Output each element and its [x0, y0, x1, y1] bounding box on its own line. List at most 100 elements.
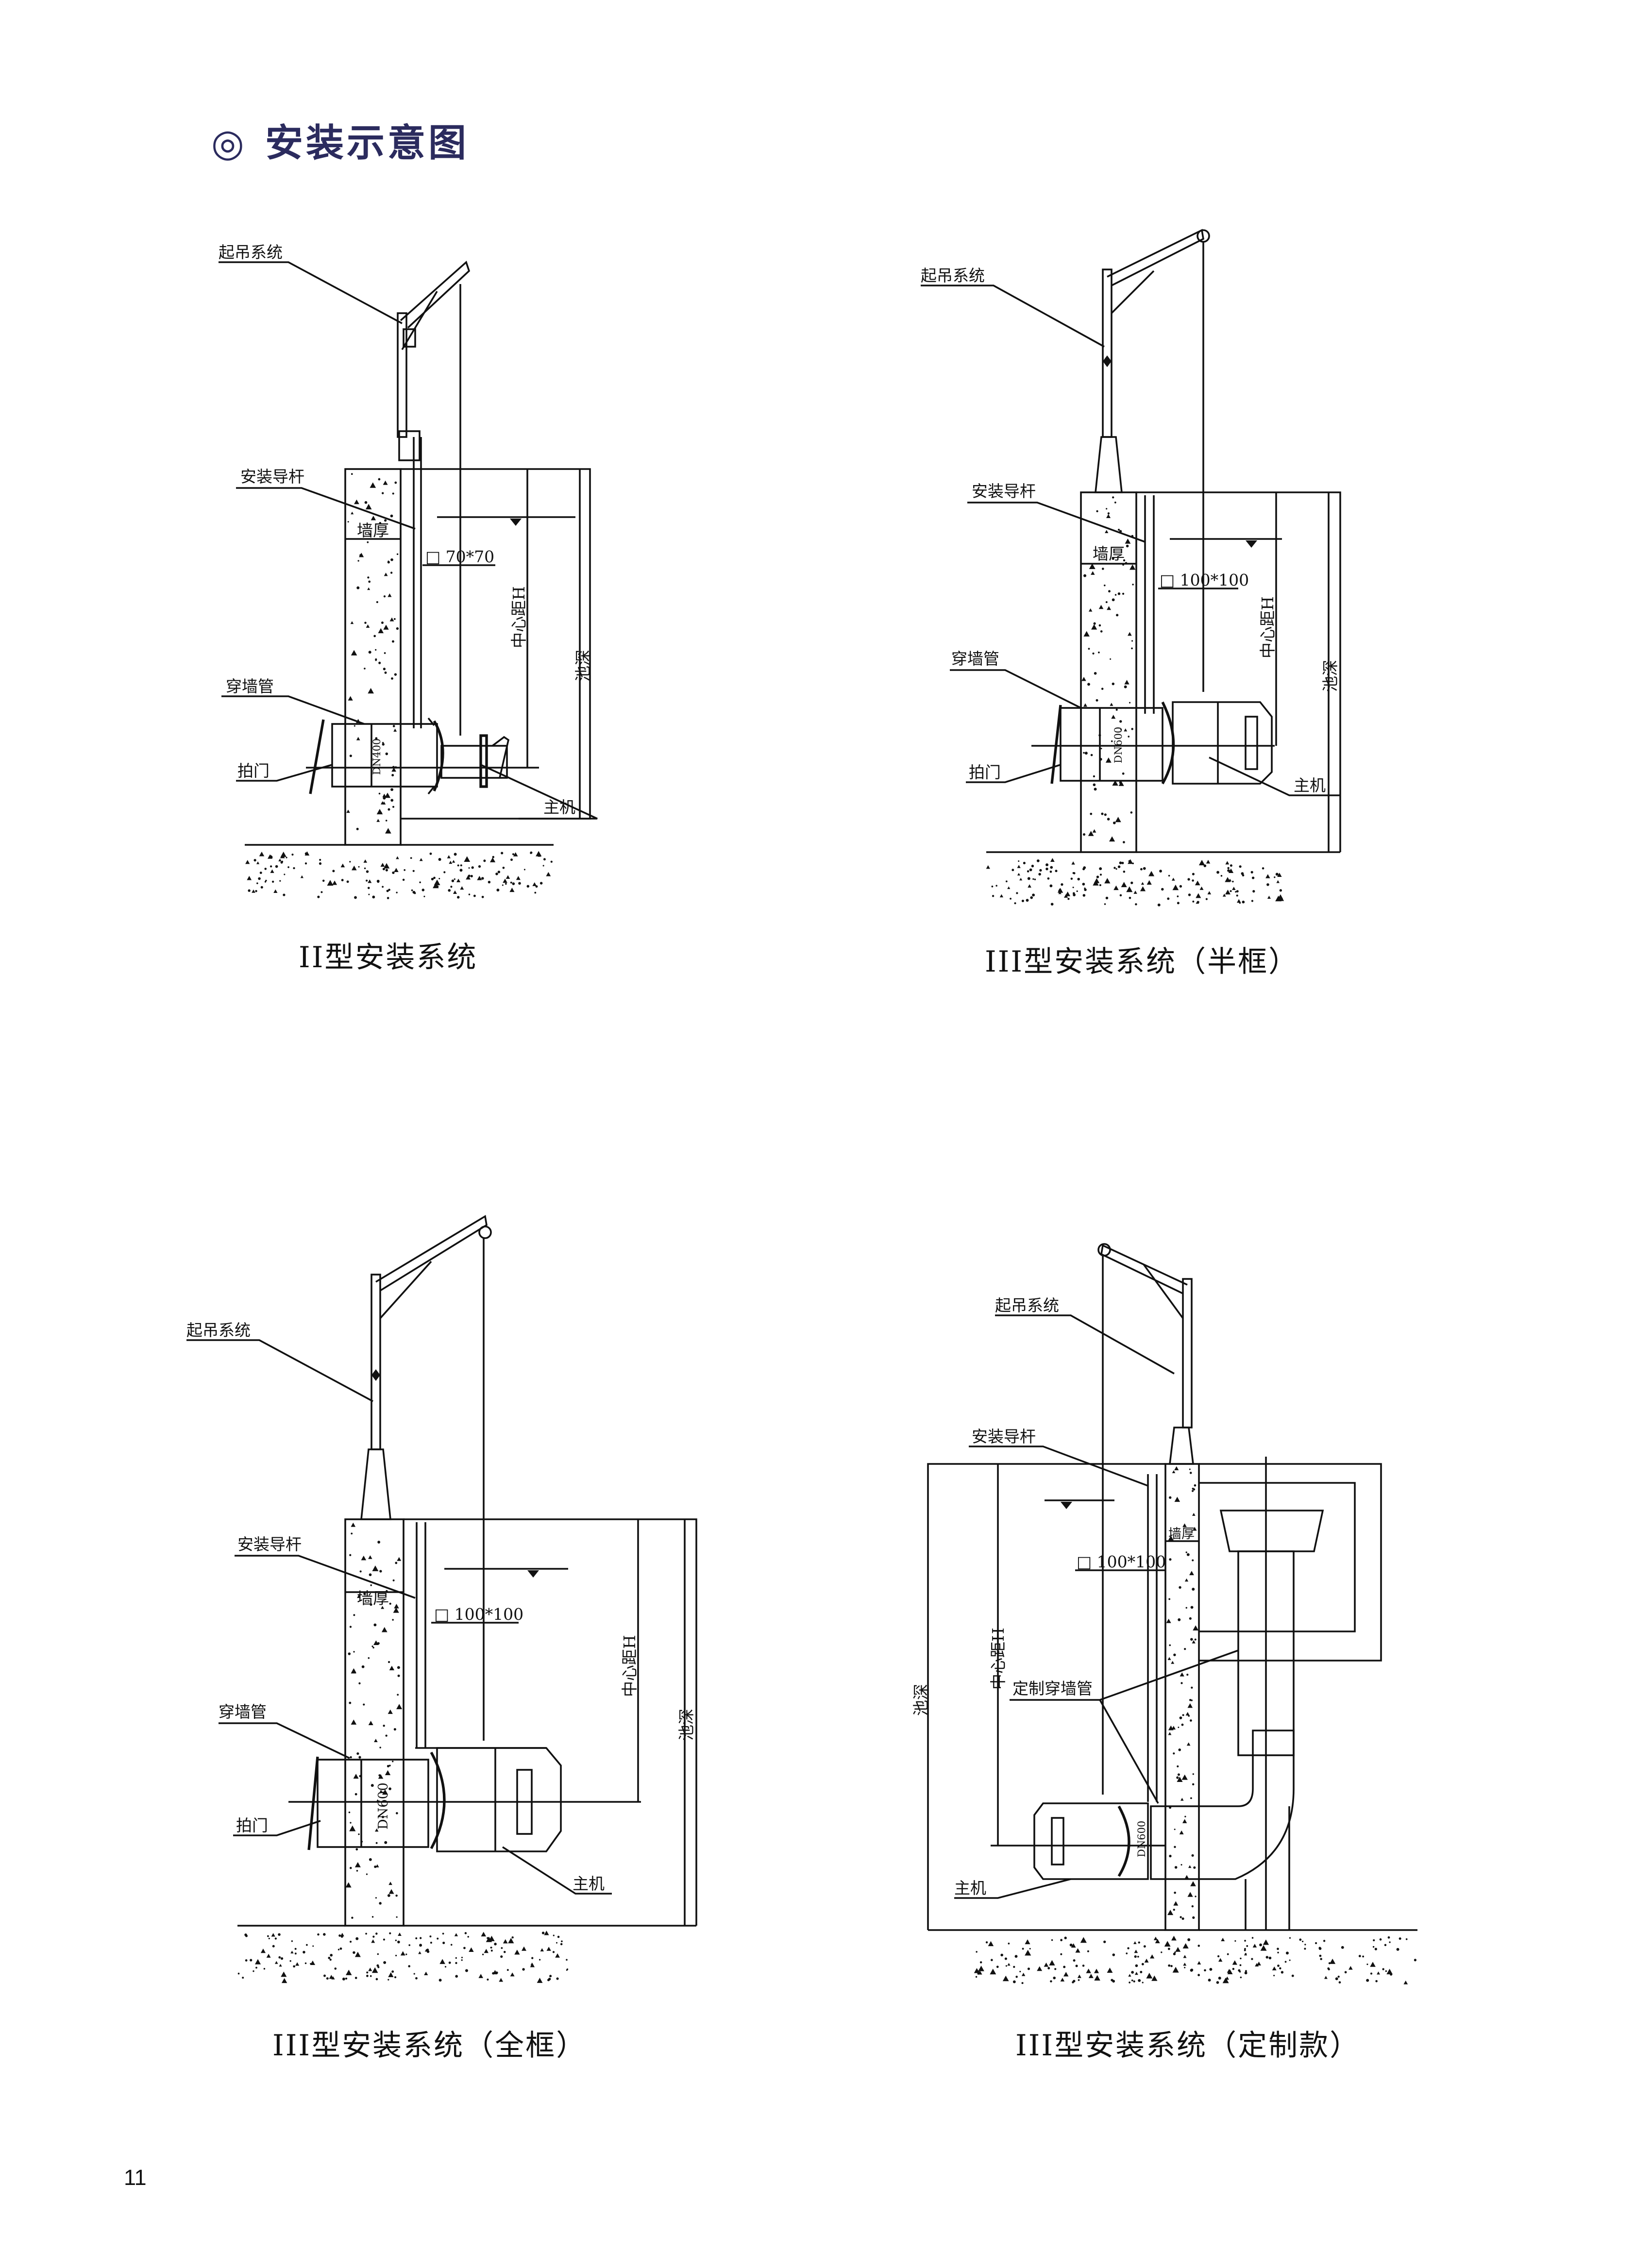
speckle-dot — [1218, 1958, 1223, 1962]
speckle-dot — [271, 880, 274, 883]
speckle-dot — [354, 499, 359, 504]
speckle-dot — [1190, 1638, 1193, 1641]
speckle-dot — [1169, 1496, 1172, 1499]
speckle-dot — [1304, 1944, 1306, 1946]
speckle-dot — [354, 896, 357, 899]
speckle-dot — [388, 1787, 391, 1790]
speckle-dot — [1083, 631, 1090, 637]
speckle-dot — [1084, 752, 1088, 755]
speckle-dot — [1131, 1971, 1134, 1974]
speckle-dot — [377, 1953, 379, 1955]
speckle-dot — [539, 882, 543, 885]
speckle-dot — [1191, 1905, 1194, 1908]
speckle-dot — [1244, 1971, 1247, 1975]
speckle-dot — [1192, 1783, 1195, 1786]
speckle-dot — [1236, 890, 1239, 893]
speckle-dot — [287, 866, 289, 868]
label-pool-depth: 池深 — [573, 650, 592, 682]
speckle-dot — [1047, 877, 1050, 880]
speckle-dot — [1125, 562, 1128, 564]
speckle-dot — [389, 1665, 395, 1671]
speckle-dot — [253, 1970, 254, 1972]
speckle-dot — [1180, 1798, 1184, 1801]
speckle-dot — [511, 1936, 514, 1939]
speckle-dot — [395, 1954, 397, 1957]
speckle-dot — [372, 895, 375, 899]
ground — [928, 1929, 1417, 1984]
speckle-dot — [1179, 885, 1182, 888]
speckle-dot — [544, 1931, 549, 1935]
speckle-dot — [1049, 871, 1052, 873]
leaders — [954, 1314, 1239, 1899]
speckle-dot — [363, 859, 368, 863]
speckle-dot — [1167, 1948, 1170, 1950]
speckle-dot — [1092, 829, 1096, 833]
label-pool-depth: 池深 — [677, 1709, 696, 1741]
speckle-dot — [378, 792, 381, 795]
speckle-dot — [484, 1949, 489, 1953]
label-flap-gate: 拍门 — [236, 1816, 268, 1835]
speckle-dot — [468, 867, 470, 869]
guide-rod — [416, 1522, 426, 1748]
speckle-dot — [1119, 861, 1122, 864]
speckle-dot — [464, 856, 471, 862]
speckle-dot — [1055, 870, 1058, 873]
speckle-dot — [356, 586, 360, 589]
label-pipe-dn: DN600 — [1113, 727, 1124, 763]
speckle-dot — [1177, 902, 1180, 905]
speckle-dot — [1122, 563, 1125, 566]
speckle-dot — [1129, 702, 1131, 704]
caption-type-iii-custom: III型安装系统（定制款） — [1015, 2029, 1360, 2063]
speckle-dot — [411, 889, 413, 891]
speckle-dot — [291, 854, 294, 856]
speckle-dot — [1192, 1512, 1196, 1516]
speckle-dot — [516, 876, 521, 880]
speckle-dot — [389, 1932, 391, 1934]
speckle-dot — [438, 858, 441, 861]
speckle-dot — [448, 1961, 451, 1964]
speckle-dot — [1225, 890, 1231, 895]
speckle-dot — [258, 877, 261, 880]
speckle-dot — [1184, 1648, 1186, 1650]
speckle-dot — [556, 1977, 559, 1980]
speckle-dot — [392, 1579, 395, 1581]
caption-type-iii-half-frame: III型安装系统（半框） — [985, 945, 1299, 979]
speckle-dot — [271, 1933, 275, 1937]
water-level-marker-icon — [510, 519, 522, 526]
speckle-dot — [363, 1703, 365, 1706]
speckle-dot — [356, 1870, 358, 1872]
speckle-dot — [1135, 903, 1137, 906]
speckle-dot — [397, 1674, 400, 1677]
speckle-dot — [357, 560, 359, 562]
speckle-dot — [312, 1945, 314, 1947]
speckle-dot — [375, 658, 377, 661]
speckle-dot — [381, 1606, 385, 1609]
speckle-dot — [1017, 873, 1020, 876]
speckle-dot — [366, 1975, 369, 1977]
speckle-dot — [542, 865, 544, 867]
speckle-dot — [1240, 1976, 1242, 1979]
speckle-dot — [388, 1972, 394, 1977]
speckle-dot — [1113, 885, 1119, 890]
speckle-dot — [345, 1882, 352, 1888]
speckle-dot — [447, 855, 451, 858]
speckle-dot — [1385, 1970, 1387, 1972]
speckle-dot — [1106, 514, 1111, 518]
speckle-dot — [1192, 1640, 1196, 1644]
speckle-dot — [512, 853, 514, 856]
speckle-dot — [434, 879, 440, 886]
speckle-dot — [353, 1774, 359, 1779]
speckle-dot — [1112, 780, 1118, 786]
speckle-dot — [1084, 887, 1086, 890]
speckle-dot — [1054, 1968, 1057, 1970]
speckle-dot — [1173, 1952, 1176, 1955]
speckle-dot — [350, 1866, 352, 1869]
guide-rod — [413, 437, 422, 728]
speckle-dot — [1278, 894, 1283, 899]
speckle-dot — [1063, 1966, 1066, 1968]
speckle-dot — [351, 1532, 353, 1535]
speckle-dot — [379, 1902, 382, 1905]
speckle-dot — [1180, 1916, 1182, 1918]
label-lifting-system: 起吊系统 — [995, 1296, 1059, 1315]
speckle-dot — [330, 1953, 333, 1957]
